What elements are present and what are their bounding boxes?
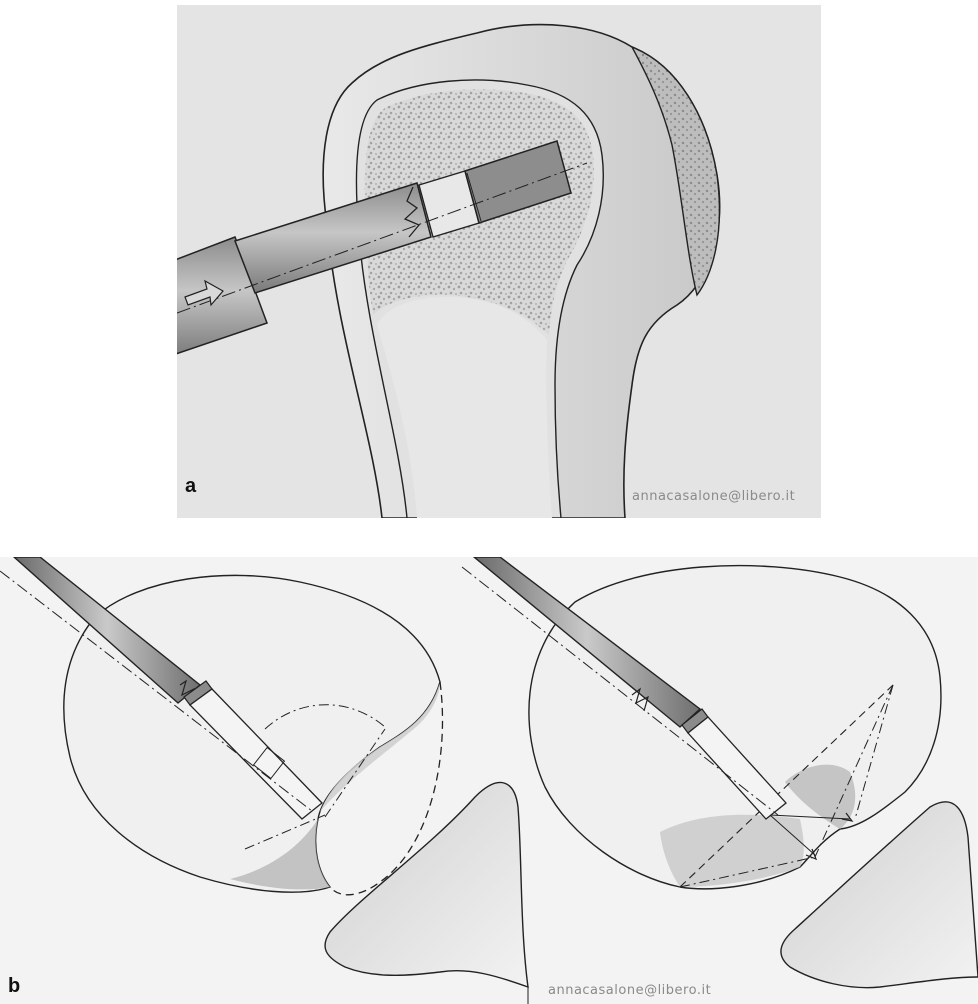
panel-label-b: b — [8, 975, 20, 998]
humerus-section-drawing — [177, 5, 821, 518]
panel-label-a: a — [185, 475, 196, 498]
panel-b-illustration: b annacasalone@libero.it — [0, 557, 978, 1004]
left-glenoid — [325, 783, 528, 987]
panel-a-illustration: a annacasalone@libero.it — [177, 5, 821, 518]
artist-credit-a: annacasalone@libero.it — [632, 489, 795, 504]
coring-geometry-drawing — [0, 557, 978, 1004]
artist-credit-b: annacasalone@libero.it — [548, 983, 711, 998]
